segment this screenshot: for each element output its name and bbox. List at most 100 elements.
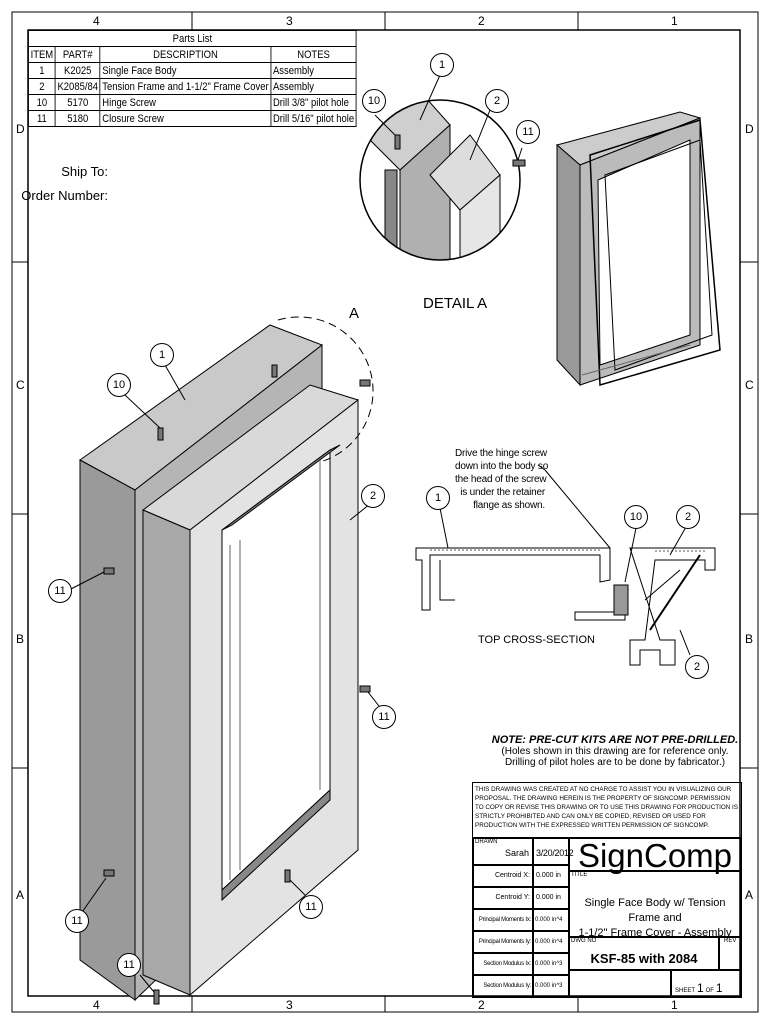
zone-row-d-right: D: [745, 122, 754, 136]
instruction-line: the head of the screw: [455, 474, 547, 485]
note-line-2: Drilling of pilot holes are to be done b…: [504, 757, 726, 768]
callout-10-detail: 10: [362, 89, 386, 113]
prop-label: Principal Moments Ix:: [473, 909, 533, 931]
hinge-screw-instruction: Drive the hinge screw down into the body…: [455, 447, 549, 512]
open-frame-view: [555, 111, 721, 387]
prop-label: Centroid X:: [473, 865, 533, 887]
prop-value: 0.000 in^4: [533, 909, 569, 931]
drawing-title-line-2: 1-1/2" Frame Cover - Assembly: [578, 927, 732, 939]
callout-2-main: 2: [361, 484, 385, 508]
pre-drilled-note: NOTE: PRE-CUT KITS ARE NOT PRE-DRILLED. …: [470, 734, 760, 768]
callout-2-section-top: 2: [676, 505, 700, 529]
callout-1-detail: 1: [430, 53, 454, 77]
detail-a-label: DETAIL A: [423, 295, 488, 312]
cell-item: 2: [27, 78, 56, 95]
disclaimer-text: THIS DRAWING WAS CREATED AT NO CHARGE TO…: [473, 783, 741, 838]
title-label: TITLE: [571, 872, 588, 878]
cell-description: Closure Screw: [99, 110, 272, 127]
rev-label: REV: [724, 938, 737, 944]
instruction-line: flange as shown.: [473, 500, 545, 511]
prop-value: 0.000 in^4: [533, 931, 569, 953]
callout-11-main-right: 11: [372, 705, 396, 729]
parts-list-title: Parts List: [27, 30, 357, 47]
zone-col-4: 4: [93, 14, 100, 28]
prop-label: Section Modulus Iy:: [473, 975, 533, 997]
zone-col-4-bottom: 4: [93, 998, 100, 1012]
of-label: OF: [705, 988, 714, 994]
drawn-cell: DRAWN Sarah: [473, 838, 533, 865]
zone-row-c: C: [16, 378, 25, 392]
zone-row-d: D: [16, 122, 25, 136]
zone-col-2-bottom: 2: [478, 998, 485, 1012]
ship-to-label: Ship To:: [61, 164, 108, 179]
dwg-no-label: DWG NO: [571, 938, 597, 944]
title-cell: TITLE Single Face Body w/ Tension Frame …: [569, 871, 741, 939]
drawn-by: Sarah: [504, 848, 529, 858]
sheet-number: 1: [696, 981, 704, 995]
cell-notes: Assembly: [270, 78, 357, 95]
sheet-total: 1: [715, 981, 723, 995]
cell-notes: Drill 3/8" pilot hole: [270, 94, 357, 111]
callout-2-detail: 2: [485, 89, 509, 113]
cell-notes: Assembly: [270, 62, 357, 79]
blank-cell: [569, 970, 671, 997]
callout-11-main-bottom: 11: [299, 895, 323, 919]
title-block: THIS DRAWING WAS CREATED AT NO CHARGE TO…: [472, 782, 742, 998]
main-assembly-view: [68, 316, 383, 1005]
zone-row-a: A: [16, 888, 25, 902]
callout-11-main-screw: 11: [117, 953, 141, 977]
prop-value: 0.000 in: [533, 865, 569, 887]
cell-item: 11: [27, 110, 56, 127]
dwg-no-cell: DWG NO KSF-85 with 2084: [569, 937, 719, 970]
instruction-line: Drive the hinge screw: [455, 448, 547, 459]
callout-2-section-bottom: 2: [685, 655, 709, 679]
order-number-label: Order Number:: [21, 188, 108, 203]
cell-description: Tension Frame and 1-1/2" Frame Cover: [99, 78, 272, 95]
zone-col-1-bottom: 1: [671, 998, 678, 1012]
callout-10-section: 10: [624, 505, 648, 529]
callout-1-section: 1: [426, 486, 450, 510]
parts-list-table: Parts List ITEM PART# DESCRIPTION NOTES …: [27, 30, 357, 127]
zone-row-a-right: A: [745, 888, 754, 902]
callout-10-main: 10: [107, 373, 131, 397]
callout-11-main-left-lower: 11: [65, 909, 89, 933]
parts-list-header: ITEM PART# DESCRIPTION NOTES: [27, 46, 357, 63]
zone-col-1: 1: [671, 14, 678, 28]
detail-a-marker: A: [349, 305, 360, 322]
cell-notes: Drill 5/16" pilot hole: [270, 110, 357, 127]
zone-col-3: 3: [286, 14, 293, 28]
drawing-title-line-1: Single Face Body w/ Tension Frame and: [584, 897, 726, 924]
top-cross-section-label: TOP CROSS-SECTION: [478, 634, 595, 646]
sheet-label: SHEET: [675, 988, 696, 994]
zone-row-b-right: B: [745, 632, 754, 646]
drawn-date: 3/20/2012: [533, 838, 574, 865]
prop-value: 0.000 in^3: [533, 953, 569, 975]
dwg-no: KSF-85 with 2084: [590, 951, 698, 966]
prop-value: 0.000 in: [533, 887, 569, 909]
drawn-label: DRAWN: [475, 839, 498, 845]
note-title: NOTE: PRE-CUT KITS ARE NOT PRE-DRILLED.: [491, 734, 739, 746]
zone-col-3-bottom: 3: [286, 998, 293, 1012]
prop-label: Principal Moments Iy:: [473, 931, 533, 953]
prop-label: Section Modulus Ix:: [473, 953, 533, 975]
cell-item: 1: [27, 62, 56, 79]
callout-1-main: 1: [150, 343, 174, 367]
sheet-cell: SHEET 1 OF 1: [671, 970, 741, 997]
company-name: SignComp: [569, 838, 741, 872]
rev-cell: REV: [719, 937, 741, 970]
callout-11-main-left-upper: 11: [48, 579, 72, 603]
prop-value: 0.000 in^3: [533, 975, 569, 997]
callout-11-detail: 11: [516, 120, 540, 144]
prop-label: Centroid Y:: [473, 887, 533, 909]
instruction-line: down into the body so: [455, 461, 549, 472]
header-item: ITEM: [27, 46, 56, 63]
zone-row-b: B: [16, 632, 25, 646]
instruction-line: is under the retainer: [460, 487, 545, 498]
